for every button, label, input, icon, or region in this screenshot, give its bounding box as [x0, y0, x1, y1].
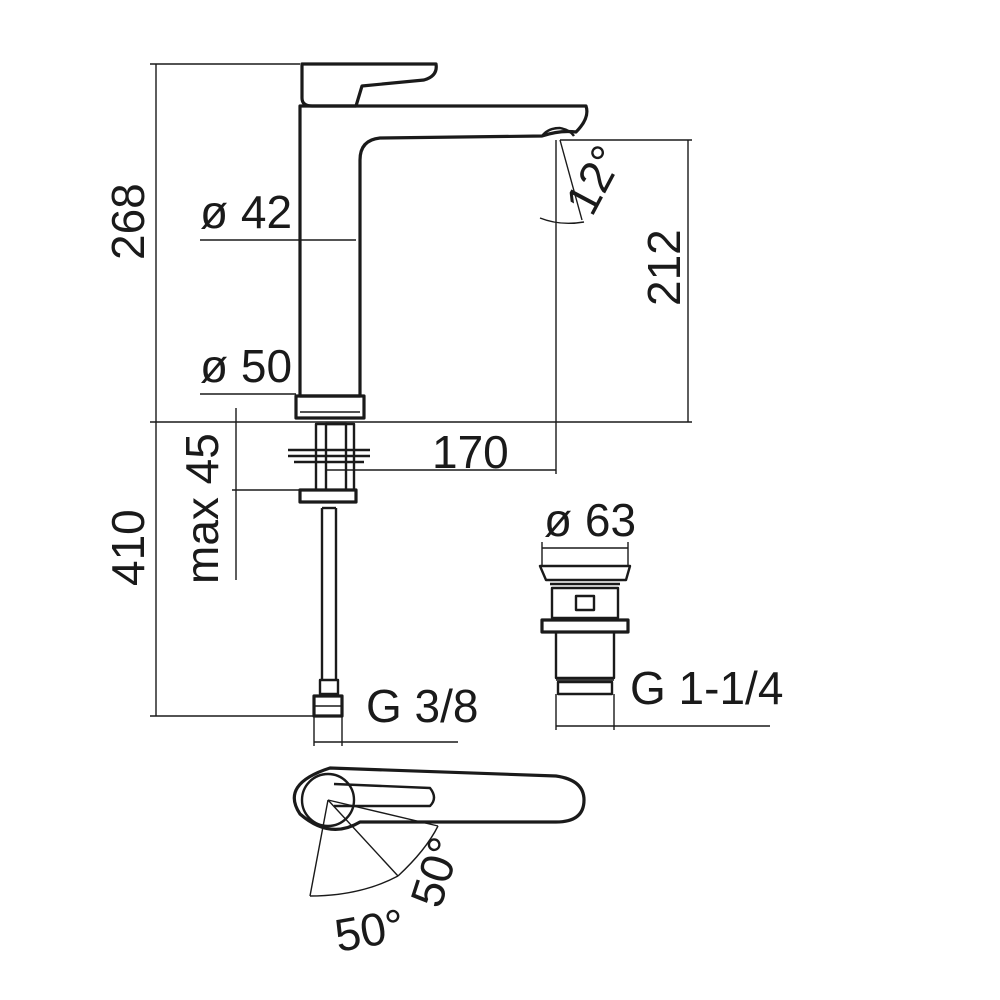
- base-diameter-label: ø 50: [200, 340, 292, 392]
- hose-thread-label: G 3/8: [366, 680, 479, 732]
- max-thickness-label: max 45: [176, 433, 228, 584]
- handle-angle-right-label: 50°: [400, 831, 471, 913]
- waste-thread-label: G 1-1/4: [630, 662, 783, 714]
- faucet-body: [294, 62, 589, 420]
- handle-angle-left-label: 50°: [331, 899, 409, 962]
- waste-diameter-label: ø 63: [544, 494, 636, 546]
- handle-top-view: [292, 766, 586, 897]
- dimension-lines: [150, 63, 692, 746]
- spout-diameter-label: ø 42: [200, 186, 292, 238]
- waste-valve: [538, 542, 770, 730]
- spout-angle-label: 12°: [555, 137, 634, 223]
- mounting-assembly: [288, 422, 370, 718]
- spout-reach-label: 170: [432, 426, 509, 478]
- outlet-height-label: 212: [638, 229, 690, 306]
- total-height-label: 268: [102, 183, 154, 260]
- hose-length-label: 410: [102, 509, 154, 586]
